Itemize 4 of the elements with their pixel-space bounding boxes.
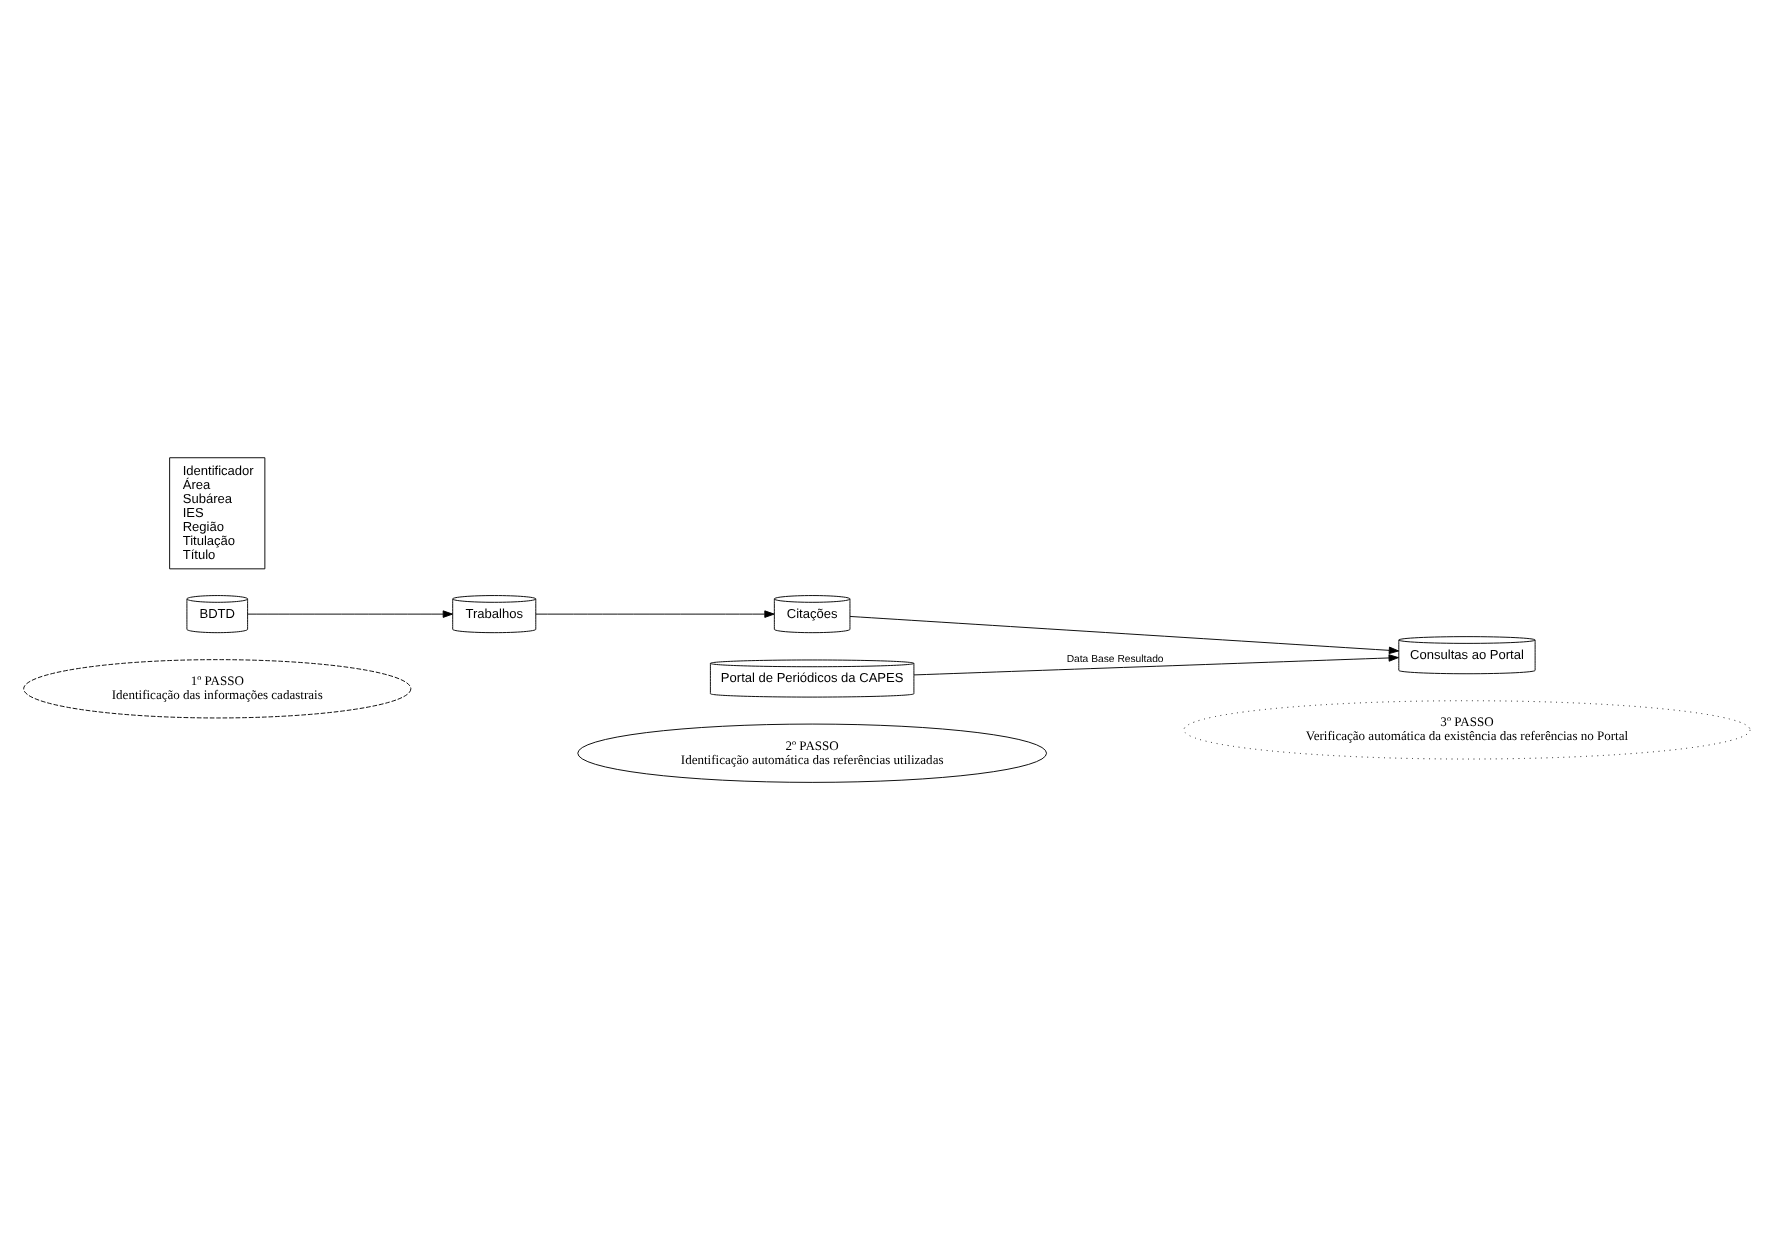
arrow <box>849 614 1400 654</box>
arrow <box>913 653 1399 675</box>
arrow <box>247 609 453 617</box>
arrow <box>535 609 775 617</box>
